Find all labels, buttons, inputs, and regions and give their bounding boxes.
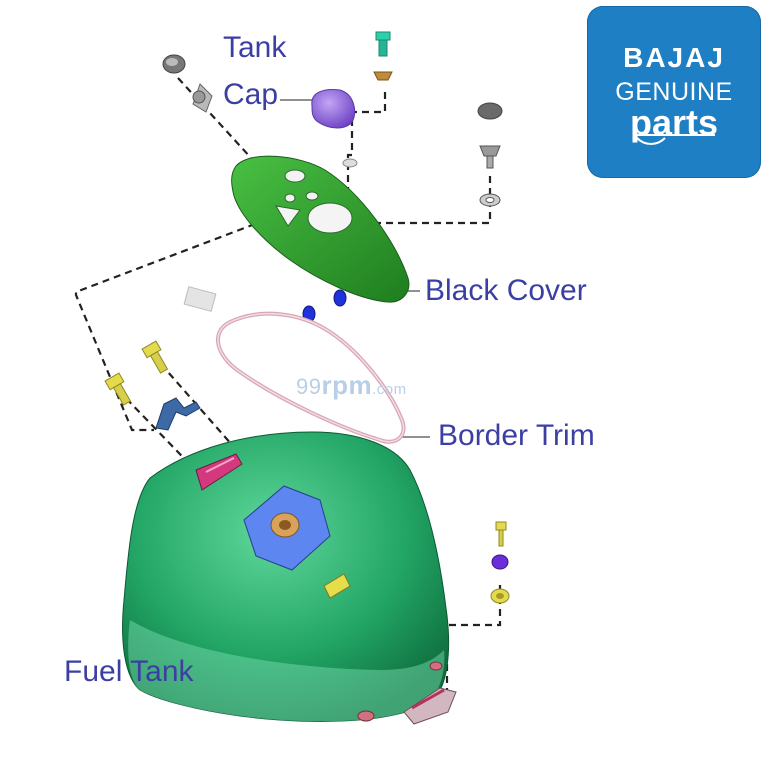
label-fuel-tank: Fuel Tank	[64, 655, 194, 688]
mount-screw-top-left	[162, 54, 213, 113]
cap-bolt-top	[373, 31, 393, 81]
grommets	[302, 289, 347, 323]
logo-brand: BAJAJ	[623, 42, 725, 73]
black-cover-part	[231, 155, 410, 303]
label-tank-cap-line1: Tank	[223, 31, 287, 64]
tank-bolts-left	[104, 340, 169, 406]
mount-screw-right	[477, 102, 503, 207]
bajaj-genuine-parts-logo: BAJAJ GENUINE parts	[587, 6, 761, 178]
rubber-pad	[183, 286, 217, 312]
watermark-digits: 99	[296, 374, 322, 399]
watermark-99rpm: 99rpm.com	[296, 370, 407, 401]
watermark-suffix: .com	[372, 381, 407, 398]
fuel-tank-part	[122, 431, 457, 725]
watermark-name: rpm	[321, 370, 373, 400]
tank-cap-part	[311, 89, 356, 129]
mount-bracket	[155, 397, 201, 431]
label-border-trim: Border Trim	[438, 419, 595, 452]
logo-parts: parts	[629, 102, 719, 143]
washer-small	[342, 158, 358, 168]
label-black-cover: Black Cover	[425, 274, 587, 307]
logo-genuine: GENUINE	[615, 78, 733, 106]
border-trim-part	[216, 311, 406, 444]
logo-swoosh-icon	[633, 134, 715, 145]
tank-hardware-right	[490, 521, 510, 604]
label-tank-cap-line2: Cap	[223, 78, 279, 111]
